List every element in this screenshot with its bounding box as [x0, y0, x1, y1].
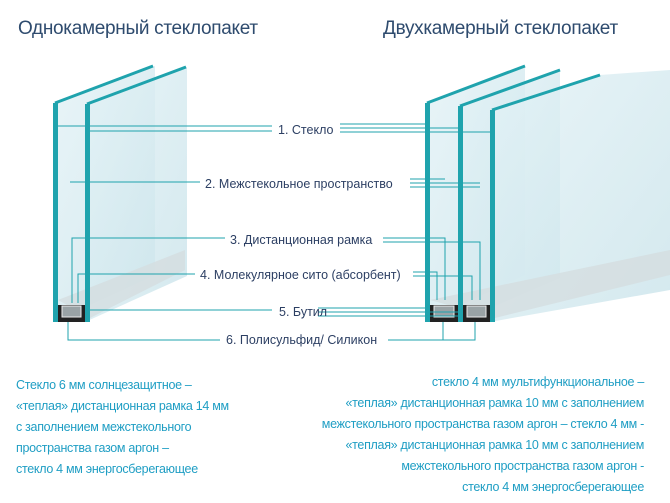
label-molecular-sieve: 4. Молекулярное сито (абсорбент) [200, 268, 401, 282]
description-line: пространства газом аргон – [16, 441, 169, 455]
glass-pane [490, 70, 670, 322]
description-line: стекло 4 мм энергосберегающее [462, 480, 644, 494]
glass-edge [490, 110, 495, 322]
description-line: межстекольного пространства газом аргон … [321, 417, 645, 431]
glass-edge [85, 104, 90, 322]
description-line: «теплая» дистанционная рамка 10 мм с зап… [345, 396, 645, 410]
single-unit [53, 64, 187, 322]
double-unit [425, 64, 670, 322]
label-glass: 1. Стекло [278, 123, 334, 137]
glass-edge [458, 106, 463, 322]
description-line: с заполнением межстекольного [16, 420, 192, 434]
double-unit-description: стекло 4 мм мультифункциональное – «тепл… [321, 372, 645, 498]
single-unit-title: Однокамерный стеклопакет [18, 18, 258, 39]
description-line: стекло 4 мм мультифункциональное – [431, 375, 644, 389]
description-line: межстекольного пространства газом аргон … [401, 459, 644, 473]
label-butyl: 5. Бутил [279, 305, 327, 319]
glass-edge [53, 103, 58, 322]
double-unit-title: Двухкамерный стеклопакет [383, 18, 618, 39]
leader-lines [55, 123, 492, 341]
description-line: Стекло 6 мм солнцезащитное – [16, 378, 192, 392]
description-line: «теплая» дистанционная рамка 14 мм [16, 399, 229, 413]
label-spacer-frame: 3. Дистанционная рамка [230, 233, 372, 247]
description-line: «теплая» дистанционная рамка 10 мм с зап… [345, 438, 645, 452]
single-unit-description: Стекло 6 мм солнцезащитное – «теплая» ди… [16, 375, 229, 480]
glass-edge [425, 103, 430, 322]
description-line: стекло 4 мм энергосберегающее [16, 462, 198, 476]
label-polysulfide-silicone: 6. Полисульфид/ Силикон [226, 333, 377, 347]
label-interpane-space: 2. Межстекольное пространство [205, 177, 393, 191]
